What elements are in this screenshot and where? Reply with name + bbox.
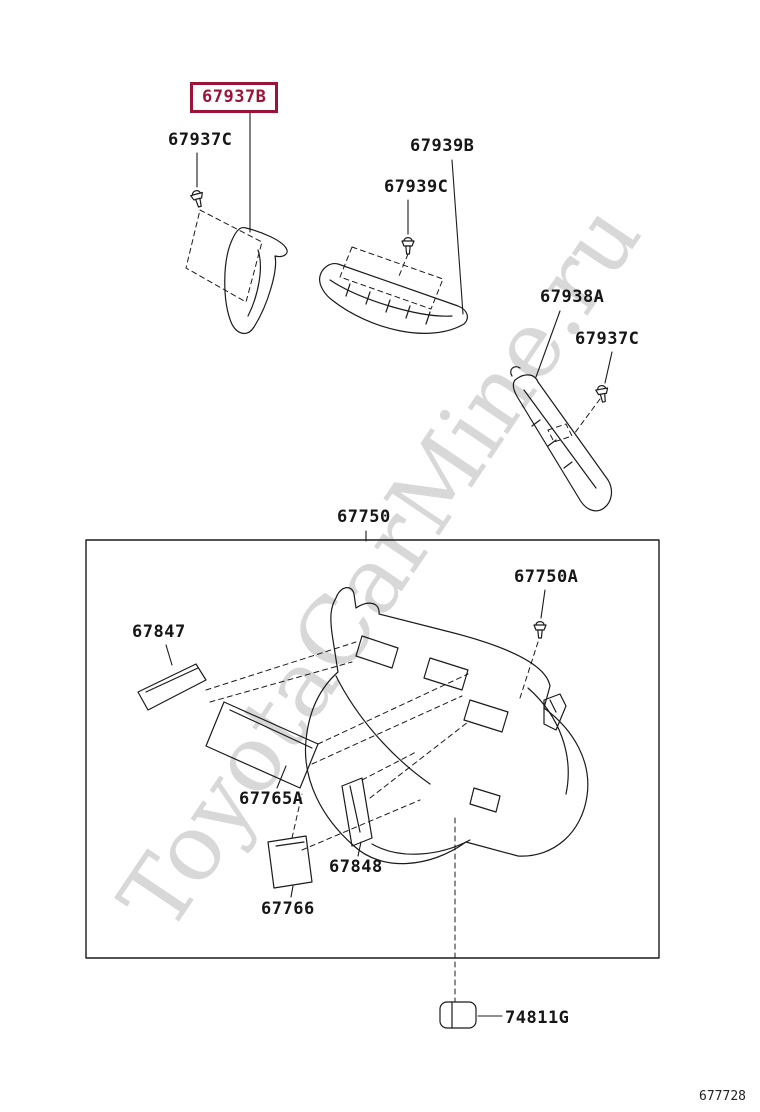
part-67766-drawing — [267, 835, 313, 889]
clip-icon — [189, 188, 207, 209]
part-label-67750a[interactable]: 67750A — [514, 567, 579, 587]
part-67750-drawing — [304, 587, 589, 865]
part-label-67766[interactable]: 67766 — [261, 899, 315, 919]
part-67938a-drawing — [510, 366, 613, 512]
figure-code: 677728 — [699, 1089, 746, 1104]
part-label-67847[interactable]: 67847 — [132, 622, 186, 642]
part-67847-drawing — [137, 663, 207, 711]
part-label-67937c-top[interactable]: 67937C — [168, 130, 233, 150]
part-label-67939b[interactable]: 67939B — [410, 136, 475, 156]
dashed-guides — [185, 209, 601, 1003]
part-label-67848[interactable]: 67848 — [329, 857, 383, 877]
part-67937b-drawing — [224, 226, 288, 335]
clip-icon — [401, 237, 415, 255]
part-label-67938a[interactable]: 67938A — [540, 287, 605, 307]
leader-lines — [165, 111, 613, 1017]
part-label-67939c[interactable]: 67939C — [384, 177, 449, 197]
part-label-67937b-selected[interactable]: 67937B — [190, 82, 279, 113]
part-label-67750[interactable]: 67750 — [337, 507, 391, 527]
part-label-67765a[interactable]: 67765A — [239, 789, 304, 809]
part-67848-drawing — [341, 777, 373, 847]
clip-icon — [594, 384, 611, 404]
assembly-frame — [85, 539, 660, 959]
part-label-67937c-side[interactable]: 67937C — [575, 329, 640, 349]
part-67939b-drawing — [319, 263, 468, 334]
part-74811g-drawing — [439, 1001, 477, 1029]
part-67765a-drawing — [205, 701, 319, 789]
part-label-74811g[interactable]: 74811G — [505, 1008, 570, 1028]
clip-icon — [533, 621, 547, 639]
